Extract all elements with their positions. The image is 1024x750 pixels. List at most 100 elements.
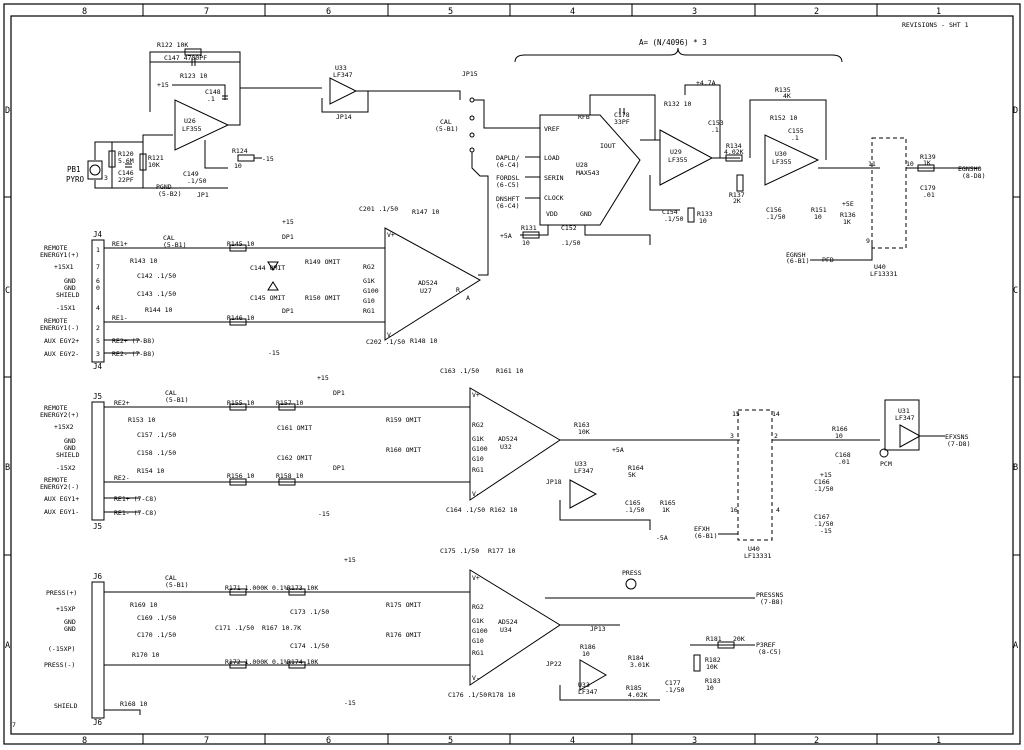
- svg-text:R177 10: R177 10: [488, 547, 515, 555]
- svg-text:C176 .1/50: C176 .1/50: [448, 691, 487, 699]
- revisions-label: REVISIONS - SHT 1: [902, 21, 969, 29]
- svg-text:PRESS(-): PRESS(-): [44, 661, 75, 669]
- svg-text:DAPLD/: DAPLD/: [496, 154, 520, 162]
- svg-text:3: 3: [730, 432, 734, 440]
- u29-opamp: [659, 129, 714, 186]
- svg-text:GND: GND: [64, 444, 76, 452]
- svg-text:10K: 10K: [578, 428, 590, 436]
- svg-text:LF347: LF347: [578, 688, 598, 696]
- svg-text:C147 4700PF: C147 4700PF: [164, 54, 207, 62]
- svg-text:R167 10.7K: R167 10.7K: [262, 624, 301, 632]
- svg-text:FORDSL: FORDSL: [496, 174, 520, 182]
- svg-text:R168 10: R168 10: [120, 700, 147, 708]
- svg-text:R152 10: R152 10: [770, 114, 797, 122]
- r122-resistor: [184, 48, 202, 56]
- svg-text:10: 10: [706, 684, 714, 692]
- svg-text:C174 .1/50: C174 .1/50: [290, 642, 329, 650]
- svg-text:U27: U27: [420, 287, 432, 295]
- u31-opamp: [899, 424, 922, 448]
- svg-text:.1/50: .1/50: [187, 177, 207, 185]
- svg-text:9: 9: [866, 237, 870, 245]
- svg-text:AD524: AD524: [418, 279, 438, 287]
- svg-text:LF347: LF347: [895, 414, 915, 422]
- svg-text:-15: -15: [820, 527, 832, 535]
- svg-text:0: 0: [96, 284, 100, 292]
- svg-text:C146: C146: [118, 169, 134, 177]
- svg-text:EFXSNS: EFXSNS: [945, 433, 969, 441]
- svg-text:R186: R186: [580, 643, 596, 651]
- svg-text:.01: .01: [923, 191, 935, 199]
- svg-text:C148: C148: [205, 88, 221, 96]
- svg-text:10: 10: [522, 239, 530, 247]
- r121-resistor: [139, 153, 147, 171]
- svg-text:G10: G10: [363, 297, 375, 305]
- svg-text:C157 .1/50: C157 .1/50: [137, 431, 176, 439]
- j4-label: J4: [93, 230, 103, 239]
- svg-text:ENERGY2(-): ENERGY2(-): [40, 483, 79, 491]
- svg-text:AUX EGY2-: AUX EGY2-: [44, 350, 79, 358]
- svg-text:U28: U28: [576, 161, 588, 169]
- svg-text:20K: 20K: [733, 635, 745, 643]
- svg-text:R175 OMIT: R175 OMIT: [386, 601, 421, 609]
- svg-text:V+: V+: [472, 574, 480, 582]
- svg-text:V+: V+: [472, 391, 480, 399]
- svg-text:U33: U33: [575, 460, 587, 468]
- svg-text:U40: U40: [874, 263, 886, 271]
- svg-text:A: A: [466, 294, 470, 302]
- j6-pressure-channel: J6 J6 PRESS(+) +15XP GND GND (-15XP) PRE…: [44, 547, 783, 727]
- svg-text:LOAD: LOAD: [544, 154, 560, 162]
- svg-text:6: 6: [96, 277, 100, 285]
- svg-text:LF355: LF355: [668, 156, 688, 164]
- svg-text:C171 .1/50: C171 .1/50: [215, 624, 254, 632]
- row-label-a: A: [5, 641, 10, 651]
- svg-text:PGND: PGND: [156, 183, 172, 191]
- u33-opamp-a: [579, 659, 608, 691]
- svg-text:2: 2: [96, 324, 100, 332]
- svg-text:R143 10: R143 10: [130, 257, 157, 265]
- svg-text:5.6M: 5.6M: [118, 157, 134, 165]
- row-label-d: D: [5, 106, 10, 116]
- svg-text:7: 7: [96, 263, 100, 271]
- svg-text:REMOTE: REMOTE: [44, 404, 68, 412]
- svg-text:V+: V+: [387, 231, 395, 239]
- svg-text:LF355: LF355: [772, 158, 792, 166]
- svg-text:C201 .1/50: C201 .1/50: [359, 205, 398, 213]
- svg-text:R155 10: R155 10: [227, 399, 254, 407]
- svg-text:U40: U40: [748, 545, 760, 553]
- svg-text:RG2: RG2: [363, 263, 375, 271]
- svg-text:10K: 10K: [148, 161, 160, 169]
- svg-text:C161 OMIT: C161 OMIT: [277, 424, 312, 432]
- svg-text:C165: C165: [625, 499, 641, 507]
- press-testpoint: [625, 578, 637, 590]
- svg-text:DP1: DP1: [282, 233, 294, 241]
- svg-text:IOUT: IOUT: [600, 142, 616, 150]
- svg-text:RE1+ (7-C8): RE1+ (7-C8): [114, 495, 157, 503]
- svg-text:R123 10: R123 10: [180, 72, 207, 80]
- col-label-7-bottom: 7: [204, 736, 209, 746]
- svg-text:15: 15: [732, 410, 740, 418]
- svg-text:+5A: +5A: [500, 232, 512, 240]
- svg-text:R171 1.000K 0.1%: R171 1.000K 0.1%: [225, 584, 288, 592]
- svg-text:GND: GND: [64, 284, 76, 292]
- svg-text:+15X1: +15X1: [54, 263, 74, 271]
- svg-text:R132 10: R132 10: [664, 100, 691, 108]
- col-label-5: 5: [448, 7, 453, 17]
- col-label-4: 4: [570, 7, 575, 17]
- svg-text:U34: U34: [500, 626, 512, 634]
- svg-text:R181: R181: [706, 635, 722, 643]
- svg-text:C156: C156: [766, 206, 782, 214]
- col-label-1: 1: [936, 7, 941, 17]
- svg-text:CAL: CAL: [165, 389, 177, 397]
- svg-text:+5A: +5A: [612, 446, 624, 454]
- svg-text:R178 10: R178 10: [488, 691, 515, 699]
- svg-text:C178: C178: [614, 111, 630, 119]
- svg-text:R165: R165: [660, 499, 676, 507]
- svg-text:PCM: PCM: [880, 460, 892, 468]
- col-label-3: 3: [692, 7, 697, 17]
- u31-box: [884, 399, 920, 451]
- u34-ad524-amp: [469, 569, 561, 686]
- svg-text:R149 OMIT: R149 OMIT: [305, 258, 340, 266]
- svg-text:(6-C4): (6-C4): [496, 161, 519, 169]
- r134-resistor: [725, 154, 743, 162]
